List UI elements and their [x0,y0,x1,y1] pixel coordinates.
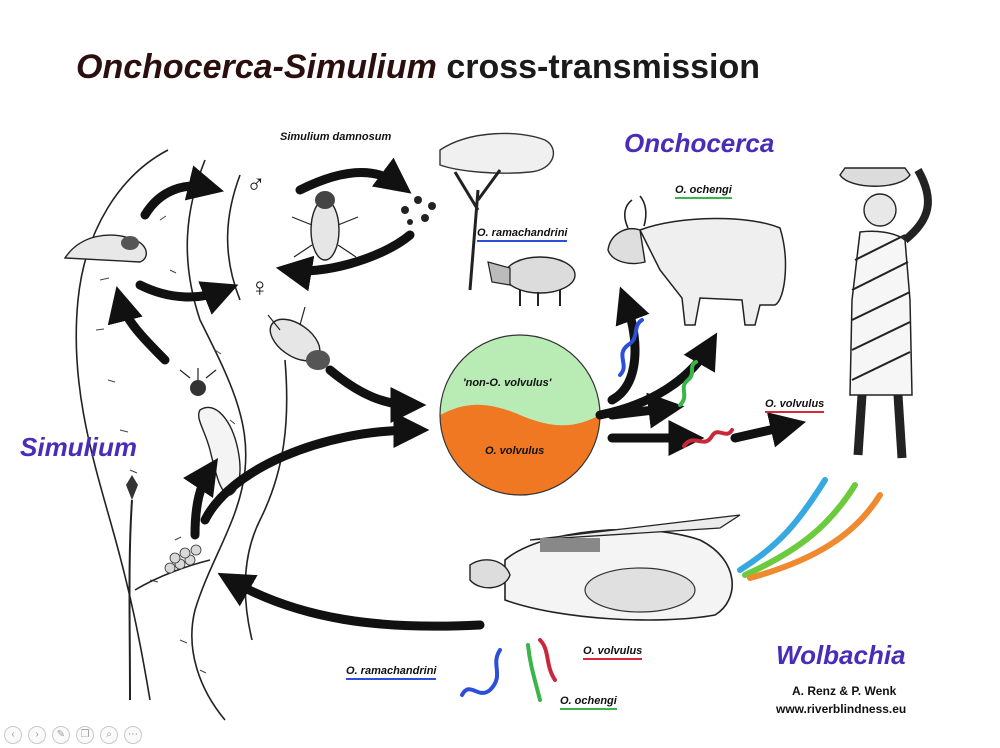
pupa-illustration [63,234,147,263]
larva-illustration [179,368,241,496]
slide-toolbar: ‹ › ✎ ❐ ⌕ ⋯ [4,726,142,744]
title-italic-part: Onchocerca-Simulium [76,48,437,86]
male-symbol: ♂ [246,168,266,198]
tree-illustration [439,132,555,291]
label-o-volvulus-right: O. volvulus [765,398,825,413]
cow-illustration [607,195,787,326]
title-plain-part: cross-transmission [446,48,760,86]
river-illustration [75,149,288,721]
back-icon[interactable]: ‹ [4,726,22,744]
eggs-illustration [126,475,211,701]
pen-icon[interactable]: ✎ [52,726,70,744]
fly-male-illustration [291,191,359,261]
forward-icon[interactable]: › [28,726,46,744]
female-symbol: ♀ [250,272,270,302]
swarm-illustration [401,196,436,225]
credit-website: www.riverblindness.eu [776,702,907,716]
label-o-volvulus-center: O. volvulus [485,445,545,457]
search-icon[interactable]: ⌕ [100,726,118,744]
label-simulium: Simulium [20,432,138,462]
more-icon[interactable]: ⋯ [124,726,142,744]
woman-illustration [839,167,932,459]
flow-arrows [107,157,807,631]
label-o-volvulus-bottom: O. volvulus [583,645,643,660]
copy-icon[interactable]: ❐ [76,726,94,744]
label-non-o-volvulus: 'non-O. volvulus' [463,377,552,389]
label-o-ochengi-bottom: O. ochengi [560,695,617,710]
label-onchocerca: Onchocerca [624,128,775,158]
warthog-illustration [487,256,576,306]
worm-squiggles [460,318,734,702]
label-wolbachia: Wolbachia [776,640,906,670]
wolbachia-streaks [737,477,883,581]
diagram-title: Onchocerca-Simulium cross-transmission [76,48,760,87]
label-o-ramachandrini-top: O. ramachandrini [477,227,568,242]
blackfly-large-illustration [469,514,741,621]
label-o-ochengi-top: O. ochengi [675,184,732,199]
fly-female-illustration [267,306,330,370]
yin-yang-circle [439,334,601,496]
label-simulium-damnosum: Simulium damnosum [280,131,392,143]
label-o-ramachandrini-bottom: O. ramachandrini [346,665,437,680]
credit-authors: A. Renz & P. Wenk [792,684,897,698]
